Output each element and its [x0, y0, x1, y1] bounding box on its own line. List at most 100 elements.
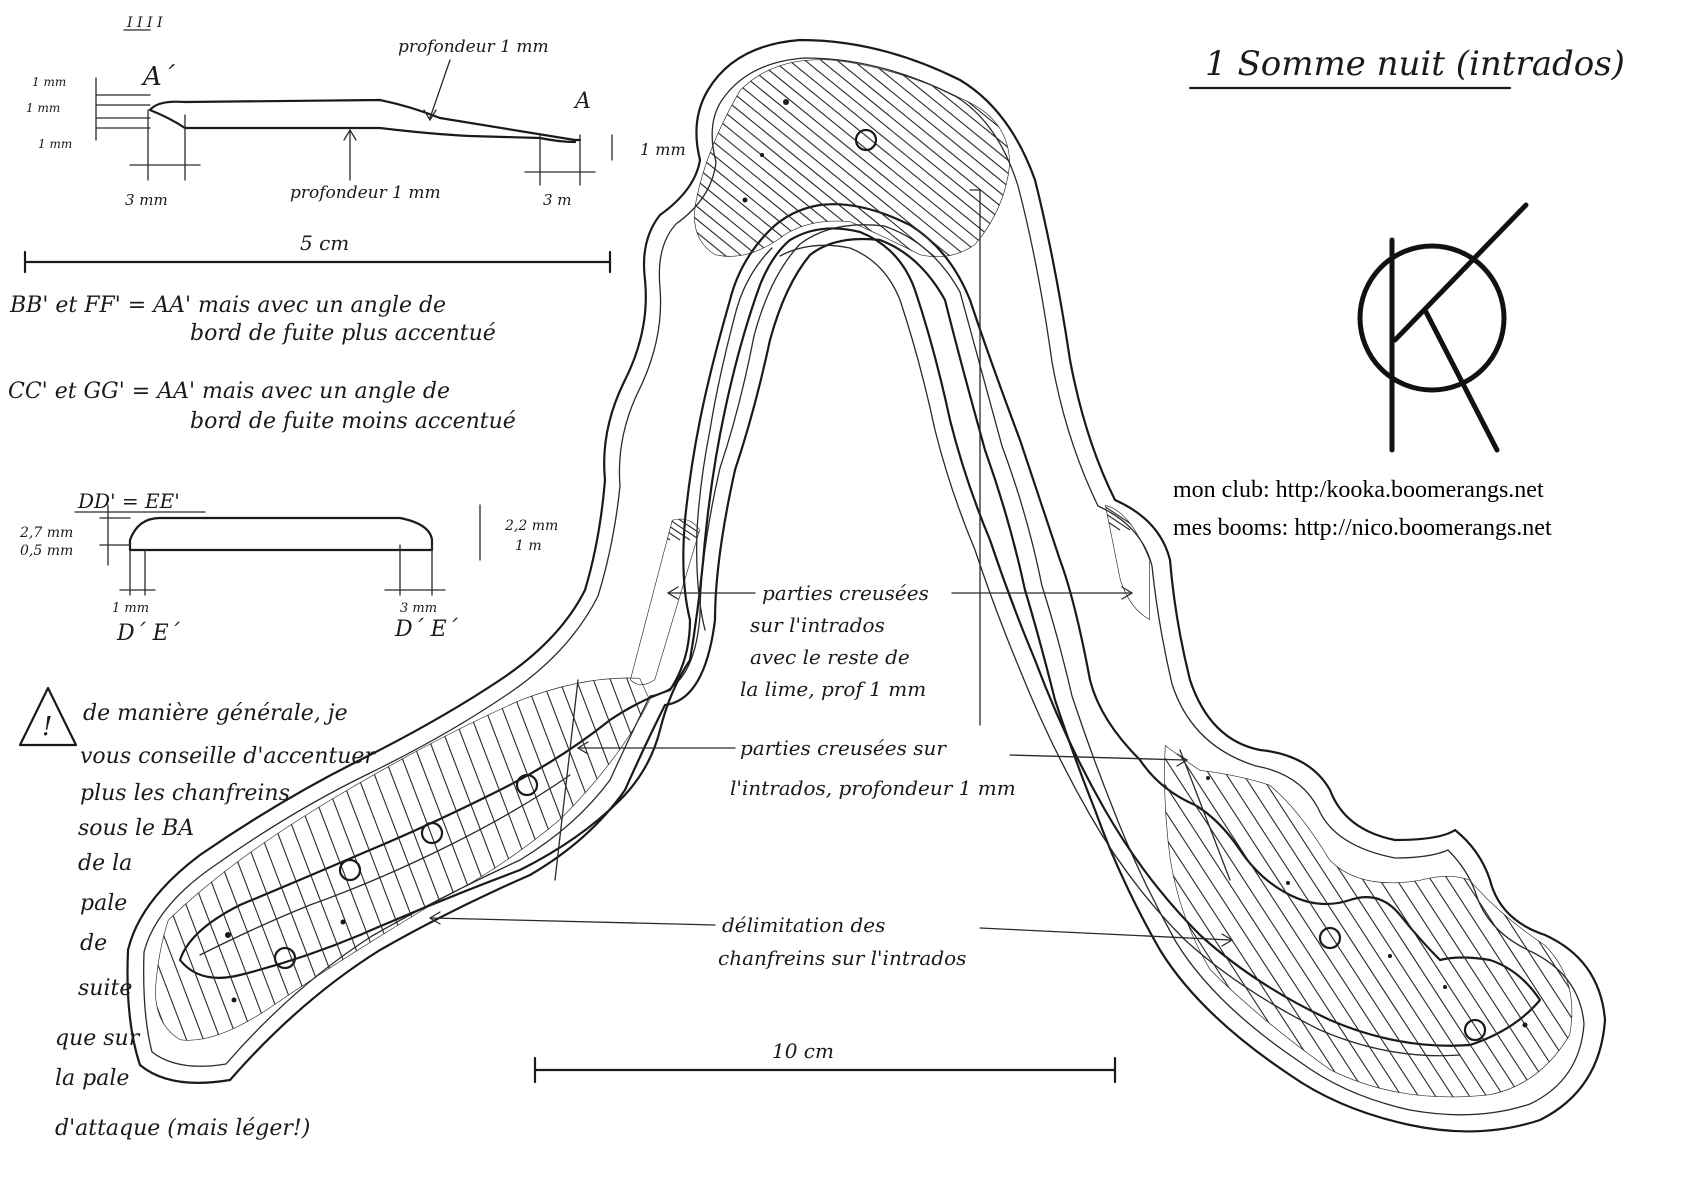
hatch-line: [1326, 745, 1573, 1098]
hatch-line: [850, 490, 910, 530]
hatch-line: [0, 40, 12, 300]
hatch-line: [790, 490, 850, 530]
hatch-line: [820, 500, 880, 540]
warning-line-8: suite: [78, 976, 132, 1001]
hatch-line: [630, 518, 661, 541]
hatch-line: [830, 500, 890, 540]
hatch-line: [340, 500, 400, 540]
hatch-line: [188, 720, 448, 1120]
hatch-line: [290, 490, 350, 530]
recessed-annotation-2: parties creusées sur l'intrados, profond…: [576, 736, 1189, 800]
hatch-line: [840, 500, 900, 540]
hatch-line: [780, 500, 840, 540]
hatch-line: [630, 518, 691, 541]
hatch-line: [1582, 720, 1694, 1120]
hatch-line: [350, 490, 410, 530]
hatch-line: [0, 490, 50, 530]
hatch-line: [630, 490, 690, 530]
hatch-line: [854, 650, 1014, 1070]
hatch-line: [1570, 500, 1630, 540]
hatch-line: [0, 500, 20, 540]
hatch-line: [920, 490, 980, 530]
hatch-line: [420, 490, 480, 530]
hatch-line: [770, 500, 830, 540]
dd-label-left: D´ E´: [116, 621, 181, 646]
hatch-line: [1550, 500, 1610, 540]
hatch-line: [632, 677, 650, 1041]
hatch-line: [462, 677, 624, 1041]
hatch-line: [155, 677, 199, 1041]
profile-notes: BB' et FF' = AA' mais avec un angle de b…: [8, 293, 516, 434]
hatch-line: [0, 500, 10, 540]
hatch-line: [20, 490, 80, 530]
hatch-line: [0, 490, 60, 530]
hatch-line: [290, 500, 350, 540]
warning-line-5: de la: [78, 851, 132, 876]
hatch-line: [220, 490, 280, 530]
hatch-line: [547, 677, 650, 1041]
weight-holes: [225, 99, 1528, 1042]
hatch-line: [1428, 745, 1573, 1098]
recessed-annotation-1: parties creusées sur l'intrados avec le …: [666, 581, 1134, 701]
chamfer-line-1: délimitation des: [722, 913, 885, 937]
hatch-line: [870, 500, 930, 540]
hatch-line: [990, 490, 1050, 530]
hatch-line: [1600, 500, 1660, 540]
hatch-line: [180, 500, 240, 540]
hatch-line: [1313, 650, 1473, 1070]
hatch-line: [735, 650, 895, 1070]
hatch-line: [1650, 490, 1694, 530]
hatch-line: [400, 490, 460, 530]
hatch-line: [370, 500, 430, 540]
hatch-line: [1660, 500, 1694, 540]
hatch-line: [684, 650, 844, 1070]
hatch-line: [780, 490, 840, 530]
hatch-line: [1630, 490, 1690, 530]
hatch-line: [1670, 490, 1694, 530]
hatch-line: [1262, 650, 1422, 1070]
hatch-line: [1050, 500, 1110, 540]
hatch-line: [0, 720, 210, 1120]
scale-10cm: 10 cm: [533, 1039, 1117, 1084]
hatch-line: [1105, 505, 1141, 531]
hatch-line: [0, 490, 20, 530]
hatch-line: [1020, 490, 1080, 530]
hatch-line: [1347, 650, 1507, 1070]
hatch-line: [763, 59, 1010, 258]
hatch-line: [922, 650, 1082, 1070]
hatch-line: [1690, 490, 1694, 530]
hatch-line: [1599, 720, 1694, 1120]
hatch-line: [598, 677, 650, 1041]
hatch-line: [1109, 505, 1150, 531]
hatch-line: [810, 490, 870, 530]
hatch-line: [1628, 40, 1694, 300]
hatch-line: [1547, 745, 1573, 1098]
hatch-line: [240, 490, 300, 530]
hatch-line: [760, 490, 820, 530]
hatch-line: [1190, 745, 1452, 1098]
hatch-line: [1224, 745, 1486, 1098]
profile-aa-section: I I I I A´ A 1 mm 1 mm 1 mm profondeur 1…: [23, 15, 686, 274]
hatch-line: [980, 490, 1040, 530]
svg-text:!: !: [42, 712, 52, 742]
recessed1-line-3: avec le reste de: [750, 645, 910, 669]
hatch-line: [239, 720, 499, 1120]
hatch-line: [1600, 490, 1660, 530]
hatch-line: [390, 500, 450, 540]
hatch-line: [779, 59, 1010, 258]
hatch-line: [440, 490, 500, 530]
warning-line-1: de manière générale, je: [83, 701, 348, 726]
hatch-line: [1105, 505, 1111, 531]
hatch-line: [564, 677, 650, 1041]
warning-line-6: pale: [80, 891, 127, 916]
hatch-line: [240, 500, 300, 540]
hatch-line: [820, 650, 980, 1070]
booms-url-line: mes booms: http://nico.boomerangs.net: [1173, 515, 1552, 541]
recessed1-line-1: parties creusées: [762, 581, 929, 605]
hatch-line: [1360, 745, 1573, 1098]
hatch-line: [1564, 745, 1573, 1098]
hatch-line: [330, 500, 390, 540]
hatch-line: [1010, 500, 1070, 540]
hatch-line: [340, 490, 400, 530]
hatch-line: [1105, 505, 1150, 531]
